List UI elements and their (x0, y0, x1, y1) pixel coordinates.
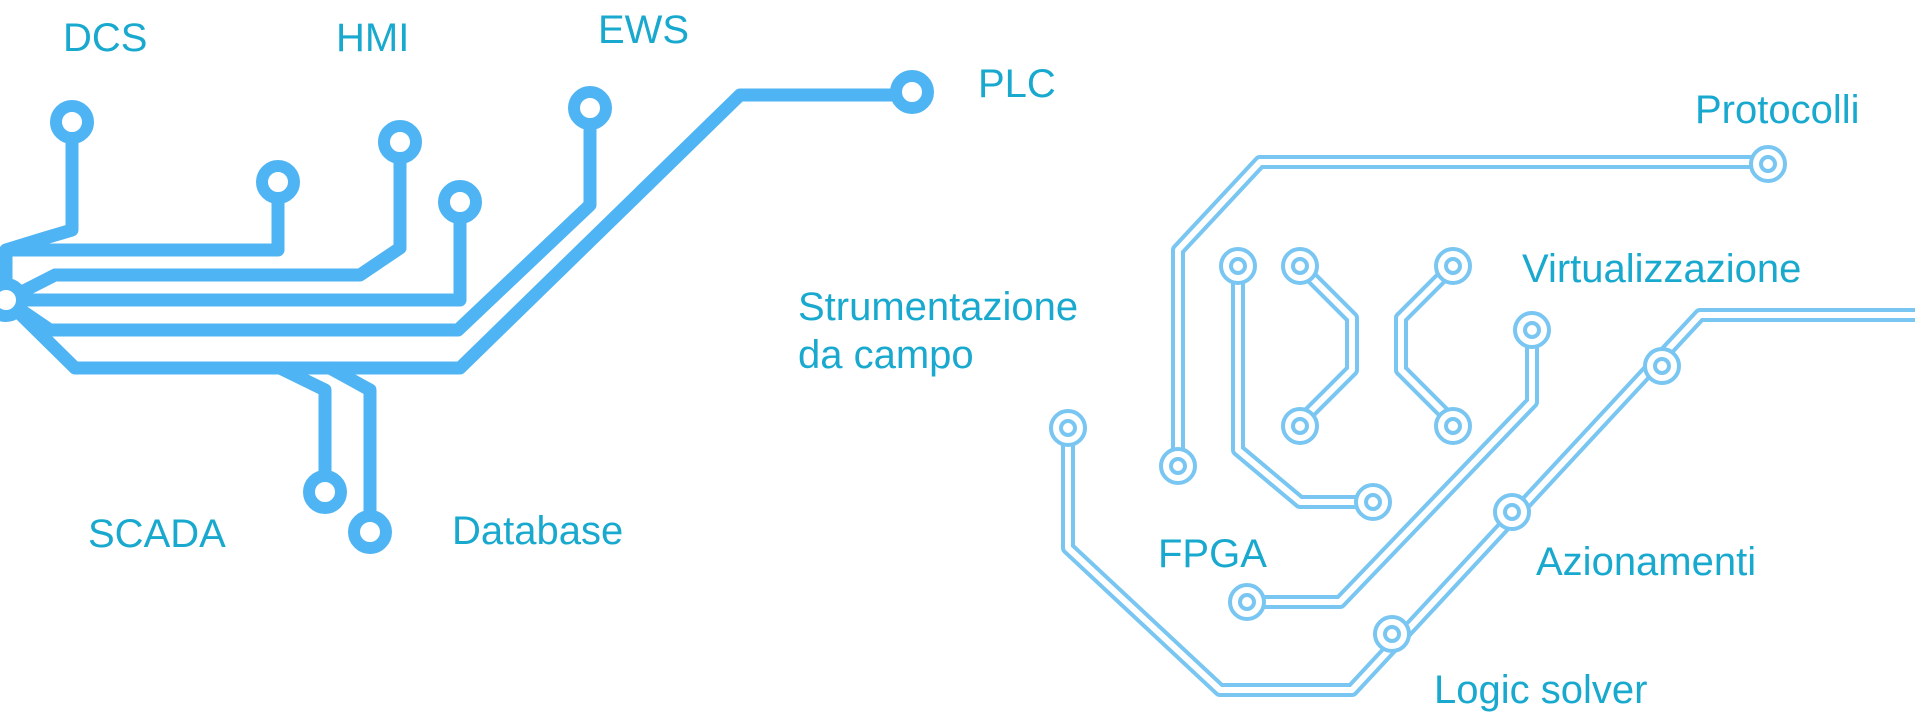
left-circuit-traces (0, 88, 907, 527)
node-a3 (1434, 247, 1472, 285)
node-dcs-stub (256, 160, 300, 204)
node-virtualizzazione (1513, 311, 1551, 349)
node-scada (303, 470, 347, 514)
trace-scada (273, 361, 332, 485)
trace-protocolli (1171, 155, 1772, 469)
node-hub (0, 278, 28, 322)
node-ews (568, 86, 612, 130)
node-azionamenti (1493, 493, 1531, 531)
node-a2 (1281, 247, 1319, 285)
trace-virtualizzazione (1061, 308, 1915, 697)
trace-plc (0, 88, 907, 375)
label-virtualizzazione: Virtualizzazione (1522, 247, 1802, 291)
label-azionamenti: Azionamenti (1536, 540, 1757, 584)
left-circuit-nodes (0, 70, 934, 554)
label-hmi: HMI (336, 16, 410, 60)
trace-fpga (1243, 323, 1539, 609)
label-strumentazione: Strumentazione da campo (798, 283, 1078, 379)
node-database (348, 510, 392, 554)
label-plc: PLC (978, 62, 1056, 106)
label-protocolli: Protocolli (1695, 88, 1860, 132)
node-dcs (50, 100, 94, 144)
trace-dcs (0, 121, 79, 307)
label-dcs: DCS (63, 16, 148, 60)
node-hmi (378, 120, 422, 164)
node-plc (890, 70, 934, 114)
node-b1 (1281, 407, 1319, 445)
trace-database (323, 361, 377, 527)
trace-hmi (0, 143, 407, 307)
right-circuit-traces (1061, 155, 1915, 697)
trace-dcs-stub (0, 186, 285, 257)
node-c2 (1354, 483, 1392, 521)
node-strumentazione (1049, 409, 1087, 447)
trace-hmi-2 (0, 211, 467, 307)
label-scada: SCADA (88, 512, 226, 556)
node-protocolli (1749, 145, 1787, 183)
node-logic-solver (1373, 615, 1411, 653)
node-hmi-2 (438, 180, 482, 224)
node-mid-1 (1643, 347, 1681, 385)
right-circuit-nodes (1049, 145, 1787, 653)
label-logic-solver: Logic solver (1434, 668, 1648, 712)
node-b2 (1434, 407, 1472, 445)
label-strumentazione-line2: da campo (798, 333, 974, 377)
label-ews: EWS (598, 8, 690, 52)
node-fpga (1228, 583, 1266, 621)
node-a1 (1219, 247, 1257, 285)
node-c1 (1159, 447, 1197, 485)
label-fpga: FPGA (1158, 532, 1267, 576)
label-strumentazione-line1: Strumentazione (798, 285, 1079, 329)
label-database: Database (452, 509, 624, 553)
